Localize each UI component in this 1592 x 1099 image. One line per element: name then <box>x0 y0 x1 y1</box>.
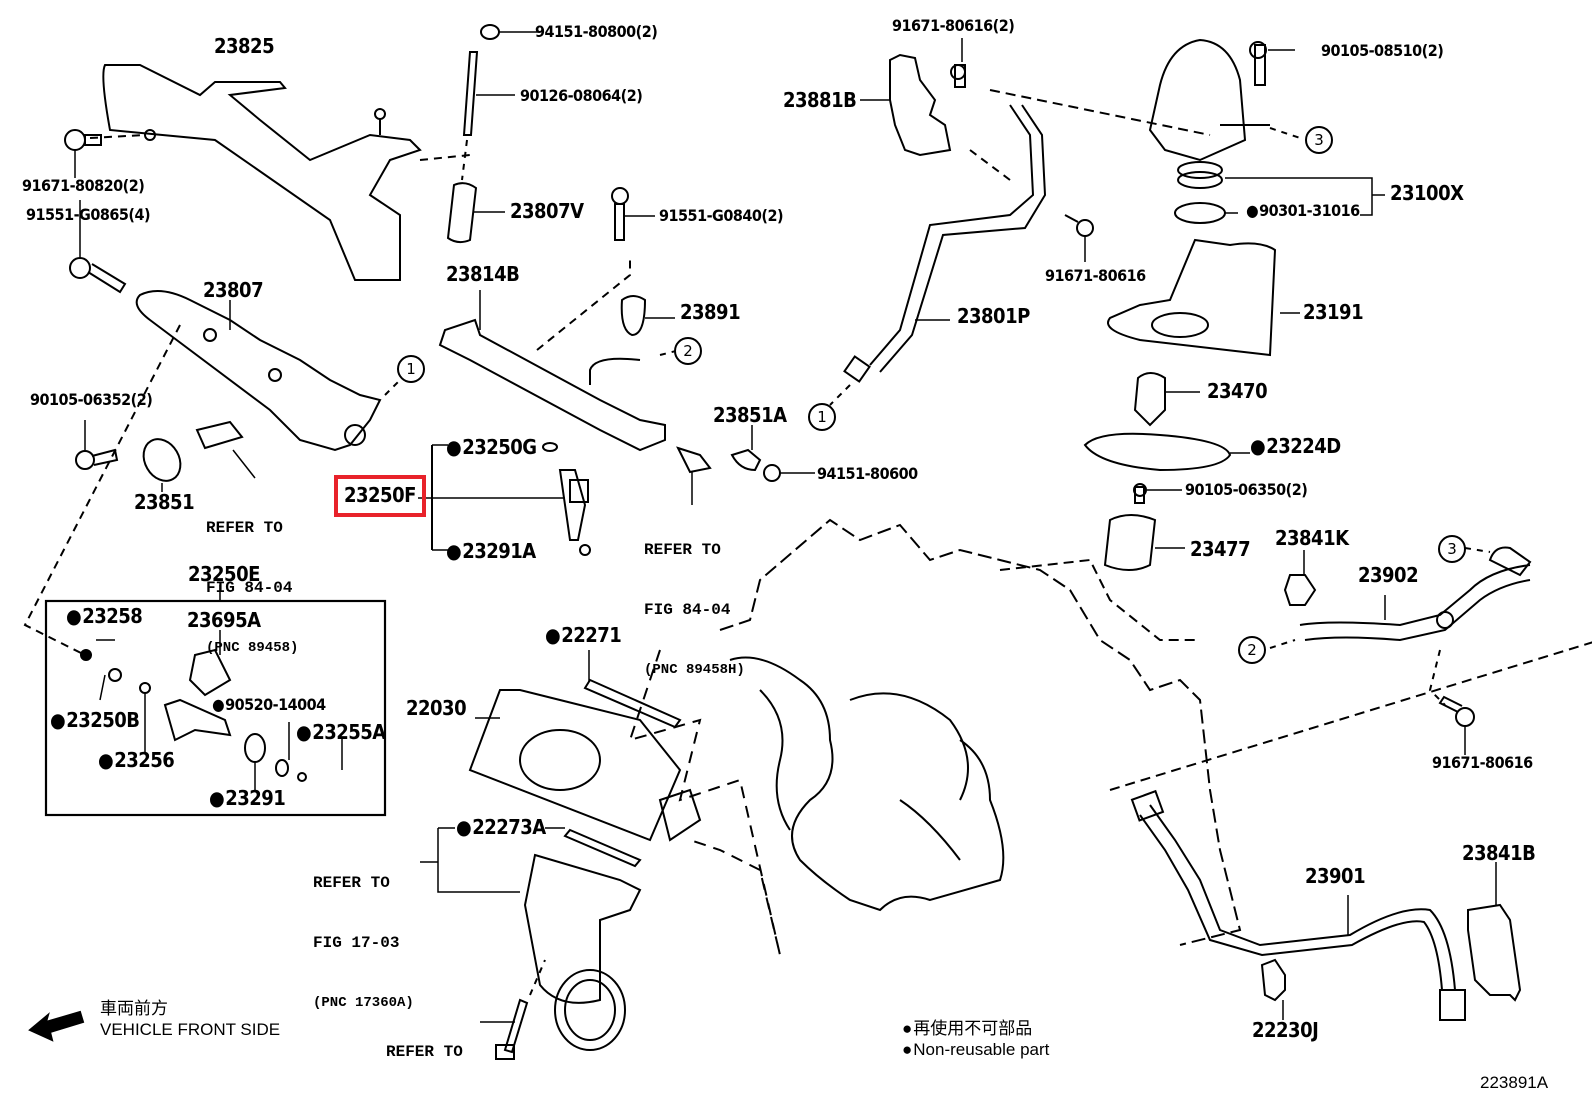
part-label-23807[interactable]: 23807 <box>203 278 264 302</box>
part-label-90126-08064[interactable]: 90126-08064(2) <box>520 86 643 105</box>
part-label-23902[interactable]: 23902 <box>1358 563 1419 587</box>
part-label-22273A[interactable]: 22273A <box>456 817 546 837</box>
part-label-23477[interactable]: 23477 <box>1190 537 1251 561</box>
connector-marker-3: 3 <box>1305 126 1333 154</box>
part-label-23825[interactable]: 23825 <box>214 34 275 58</box>
part-label-23695A[interactable]: 23695A <box>187 608 261 632</box>
part-label-23250E[interactable]: 23250E <box>188 562 260 586</box>
reference-note-fig-17-03-a[interactable]: REFER TO FIG 17-03 (PNC 17360A) <box>313 833 414 1053</box>
part-label-94151-80800[interactable]: 94151-80800(2) <box>535 22 658 41</box>
part-label-23807V[interactable]: 23807V <box>510 199 584 223</box>
nonreusable-legend: 再使用不可部品 Non-reusable part <box>902 1018 1049 1060</box>
reference-note-fig-17-03-b[interactable]: REFER TO FIG 17-03 <box>386 1002 472 1099</box>
connector-marker-3: 3 <box>1438 535 1466 563</box>
part-label-23191[interactable]: 23191 <box>1303 300 1364 324</box>
part-label-23255A[interactable]: 23255A <box>296 722 386 742</box>
part-label-23250G[interactable]: 23250G <box>446 437 537 457</box>
part-label-23901[interactable]: 23901 <box>1305 864 1366 888</box>
part-label-90301-31016[interactable]: 90301-31016 <box>1246 203 1360 219</box>
vehicle-front-jp: 車両前方 <box>100 999 168 1018</box>
part-label-23250B[interactable]: 23250B <box>50 710 140 730</box>
part-label-91551-G0840[interactable]: 91551-G0840(2) <box>659 206 784 225</box>
part-label-23881B[interactable]: 23881B <box>783 88 857 112</box>
part-label-23841K[interactable]: 23841K <box>1275 526 1349 550</box>
connector-marker-1: 1 <box>808 403 836 431</box>
ref-line-1: REFER TO <box>386 1043 463 1061</box>
part-label-22030[interactable]: 22030 <box>406 696 467 720</box>
reference-note-fig-84-04-b[interactable]: REFER TO FIG 84-04 (PNC 89458H) <box>644 500 745 720</box>
connector-marker-2: 2 <box>1238 636 1266 664</box>
part-label-91671-80820[interactable]: 91671-80820(2) <box>22 176 145 195</box>
part-label-23256[interactable]: 23256 <box>98 750 175 770</box>
ref-line-2: FIG 84-04 <box>644 601 731 619</box>
part-label-23801P[interactable]: 23801P <box>957 304 1030 328</box>
connector-marker-1: 1 <box>397 355 425 383</box>
part-label-23100X[interactable]: 23100X <box>1390 181 1464 205</box>
part-label-91671-80616-2[interactable]: 91671-80616(2) <box>892 16 1015 35</box>
part-label-23851[interactable]: 23851 <box>134 490 195 514</box>
part-label-23291[interactable]: 23291 <box>209 788 286 808</box>
bracket-23825-shape <box>102 64 422 281</box>
part-label-22271[interactable]: 22271 <box>545 625 622 645</box>
part-label-23250F[interactable]: 23250F <box>344 483 416 507</box>
front-arrow-shape <box>28 1010 85 1042</box>
connector-marker-2: 2 <box>674 337 702 365</box>
part-label-94151-80600[interactable]: 94151-80600 <box>817 464 918 483</box>
ref-pnc: (PNC 89458) <box>206 640 299 656</box>
ref-pnc: (PNC 89458H) <box>644 662 745 678</box>
part-label-90105-06350[interactable]: 90105-06350(2) <box>1185 480 1308 499</box>
ref-line-1: REFER TO <box>206 519 283 537</box>
part-label-91551-G0865[interactable]: 91551-G0865(4) <box>26 205 151 224</box>
nonreusable-en: Non-reusable part <box>902 1039 1049 1060</box>
nonreusable-jp: 再使用不可部品 <box>902 1018 1049 1039</box>
part-label-90520-14004[interactable]: 90520-14004 <box>212 697 326 713</box>
part-label-23851A[interactable]: 23851A <box>713 403 787 427</box>
part-label-91671-80616-a[interactable]: 91671-80616 <box>1045 266 1146 285</box>
ref-line-1: REFER TO <box>313 874 390 892</box>
part-label-22230J[interactable]: 22230J <box>1252 1018 1319 1042</box>
ref-pnc: (PNC 17360A) <box>313 995 414 1011</box>
part-label-23470[interactable]: 23470 <box>1207 379 1268 403</box>
part-label-90105-06352[interactable]: 90105-06352(2) <box>30 390 153 409</box>
ref-line-1: REFER TO <box>644 541 721 559</box>
part-label-23891[interactable]: 23891 <box>680 300 741 324</box>
ref-line-2: FIG 84-04 <box>206 579 293 597</box>
reference-note-fig-84-04-a[interactable]: REFER TO FIG 84-04 (PNC 89458) <box>206 478 298 698</box>
part-label-23258[interactable]: 23258 <box>66 606 143 626</box>
vehicle-front-legend: 車両前方 VEHICLE FRONT SIDE <box>100 998 280 1040</box>
part-label-23841B[interactable]: 23841B <box>1462 841 1536 865</box>
vehicle-front-en: VEHICLE FRONT SIDE <box>100 1020 281 1039</box>
highlight-box-23250F[interactable]: 23250F <box>334 475 426 517</box>
part-label-23224D[interactable]: 23224D <box>1250 436 1341 456</box>
part-label-23291A[interactable]: 23291A <box>446 541 536 561</box>
part-label-23814B[interactable]: 23814B <box>446 262 520 286</box>
part-label-90105-08510[interactable]: 90105-08510(2) <box>1321 41 1444 60</box>
ref-line-2: FIG 17-03 <box>313 934 400 952</box>
figure-number: 223891A <box>1480 1073 1549 1092</box>
part-label-91671-80616-b[interactable]: 91671-80616 <box>1432 753 1533 772</box>
